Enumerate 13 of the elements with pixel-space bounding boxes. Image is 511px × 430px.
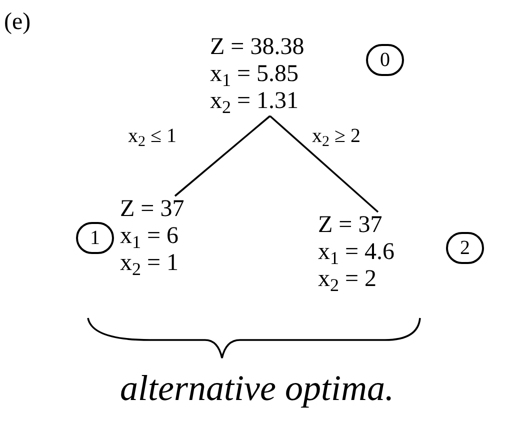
node-value: Z = 37 bbox=[120, 196, 186, 223]
node-value: x$_{1}$ = 6 bbox=[120, 223, 180, 250]
node-value: x$_{2}$ = 1 bbox=[120, 250, 180, 277]
node-value: x$_{2}$ = 2 bbox=[318, 266, 378, 293]
node-value: x$_{1}$ = 4.6 bbox=[318, 239, 396, 266]
branch-line bbox=[174, 115, 271, 197]
node-value: x$_{1}$ = 5.85 bbox=[210, 61, 300, 88]
part-label: (e) bbox=[4, 8, 31, 37]
note-text: alternative optima. bbox=[120, 368, 394, 408]
branch-line bbox=[269, 115, 379, 213]
node-value: Z = 38.38 bbox=[210, 34, 306, 61]
node-value: Z = 37 bbox=[318, 212, 384, 239]
node-value: x$_{2}$ = 1.31 bbox=[210, 88, 300, 115]
